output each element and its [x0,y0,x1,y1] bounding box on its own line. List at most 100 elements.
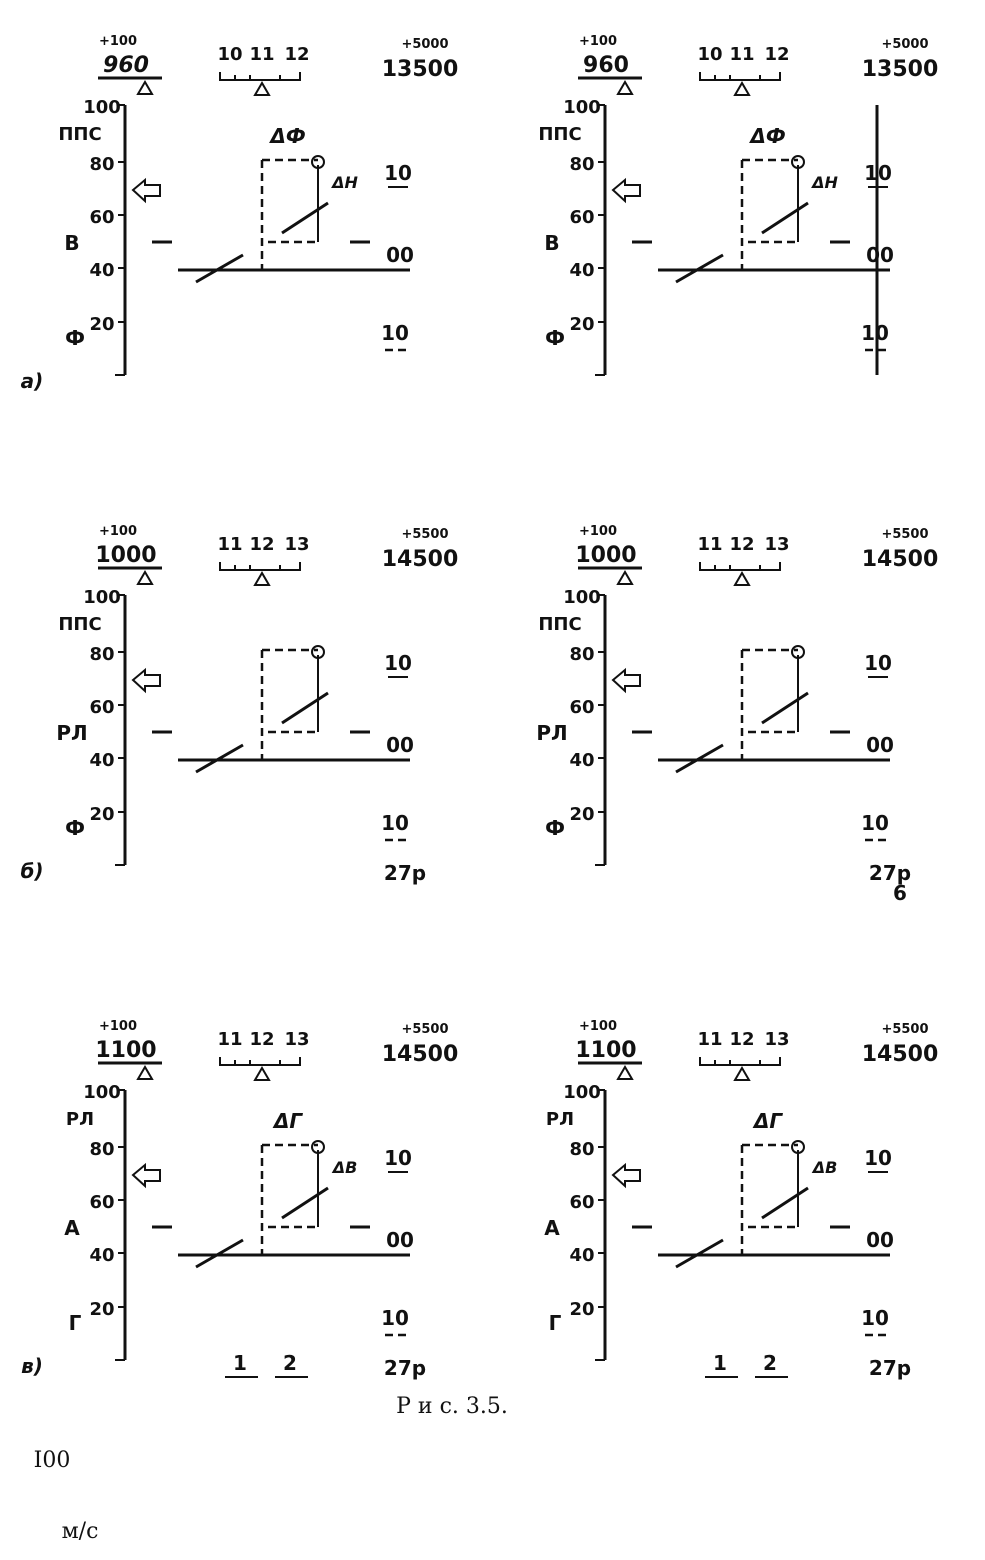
pitch-label-top: 10 [384,651,412,675]
scale-tick-label: 100 [83,97,121,118]
altitude-increment-label: +5000 [401,37,448,52]
delta-horizontal-label: ΔФ [268,124,305,148]
pitch-label-mid: 00 [386,1228,414,1252]
target-circle [311,1140,325,1154]
heading-tick-label: 11 [217,534,242,555]
scale-tick-label: 100 [563,97,601,118]
delta-vertical-label: ΔВ [811,1158,838,1177]
heading-tick-label: 13 [764,534,789,555]
delta-horizontal-label: ΔФ [748,124,785,148]
speed-increment-label: +100 [579,34,617,49]
wing-left [675,1238,724,1269]
scale-tick-label: 20 [569,804,594,825]
scale-tick-label: 80 [89,644,114,665]
heading-pointer-triangle [733,571,751,586]
heading-tick-label: 11 [697,534,722,555]
wing-left [675,253,724,284]
mode-label-mid: РЛ [536,721,567,745]
scale-tick-label: 40 [89,750,114,771]
speed-readout: 1100 [95,1038,156,1063]
heading-tick-label: 13 [284,1029,309,1050]
speed-arrow-icon [611,177,641,204]
speed-pointer-triangle [616,570,634,585]
speed-readout: 1000 [95,543,156,568]
speed-pointer-triangle [616,80,634,95]
mode-label-mid: А [544,1216,560,1240]
pitch-label-low: 10 [381,1306,409,1330]
pitch-label-low: 10 [861,1306,889,1330]
delta-horizontal-label: ΔГ [272,1109,303,1133]
altitude-readout: 14500 [382,547,459,572]
altitude-increment-label: +5500 [881,1022,928,1037]
legend-item-1: 1 [713,1351,727,1375]
mode-label-top: РЛ [66,1109,94,1130]
delta-vertical-label: ΔH [330,173,358,192]
footer-line-1: I00 [34,1448,71,1473]
scale-tick-label: 100 [83,587,121,608]
scale-tick-label: 60 [89,207,114,228]
target-circle [311,155,325,169]
scale-tick-label: 40 [569,260,594,281]
altitude-increment-label: +5500 [401,527,448,542]
altitude-readout: 14500 [382,1042,459,1067]
pitch-label-mid: 00 [866,243,894,267]
heading-tick-label: 10 [217,44,242,65]
wing-right [281,201,329,235]
heading-tick-label: 13 [284,534,309,555]
wing-right [761,201,809,235]
mode-label-low: Ф [65,816,85,840]
altitude-readout: 14500 [862,547,939,572]
heading-tick-label: 11 [697,1029,722,1050]
figure-caption: Р и с. 3.5. [396,1394,508,1419]
heading-scale-bar [699,562,781,571]
target-circle [791,645,805,659]
heading-pointer-triangle [253,1066,271,1081]
mode-label-mid: В [544,231,559,255]
scale-tick-label: 80 [569,644,594,665]
legend-item-1: 1 [233,1351,247,1375]
altitude-increment-label: +5500 [881,527,928,542]
scale-tick-label: 60 [89,697,114,718]
delta-horizontal-label: ΔГ [752,1109,783,1133]
heading-tick-label: 12 [729,534,754,555]
altitude-readout: 13500 [862,57,939,82]
pitch-label-top: 10 [864,651,892,675]
mode-label-low: Г [549,1311,562,1335]
wing-right [281,1186,329,1220]
panel-marker: в) [21,1354,43,1378]
heading-tick-label: 11 [217,1029,242,1050]
pitch-label-mid: 00 [866,733,894,757]
wing-left [675,743,724,774]
scale-tick-label: 40 [569,750,594,771]
target-circle [791,155,805,169]
heading-tick-label: 12 [284,44,309,65]
scale-tick-label: 20 [569,314,594,335]
altitude-readout: 13500 [382,57,459,82]
wing-left [195,1238,244,1269]
heading-scale-bar [699,72,781,81]
speed-pointer-triangle [136,1065,154,1080]
mode-label-top: ППС [58,124,101,145]
heading-pointer-triangle [253,571,271,586]
scale-tick-label: 80 [569,1139,594,1160]
mode-label-low: Ф [545,326,565,350]
wing-left [195,743,244,774]
pitch-label-mid: 00 [386,243,414,267]
mode-label-low: Г [69,1311,82,1335]
speed-readout: 1000 [575,543,636,568]
speed-arrow-icon [131,1162,161,1189]
heading-scale-bar [219,562,301,571]
mode-label-top: ППС [538,614,581,635]
scale-tick-label: 40 [89,1245,114,1266]
range-label: 27р [869,861,911,885]
altitude-readout: 14500 [862,1042,939,1067]
wing-right [761,691,809,725]
speed-pointer-triangle [616,1065,634,1080]
scale-tick-label: 60 [569,207,594,228]
mode-label-top: ППС [538,124,581,145]
pitch-label-top: 10 [384,1146,412,1170]
wing-left [195,253,244,284]
footer-line-2: м/с [62,1519,99,1544]
